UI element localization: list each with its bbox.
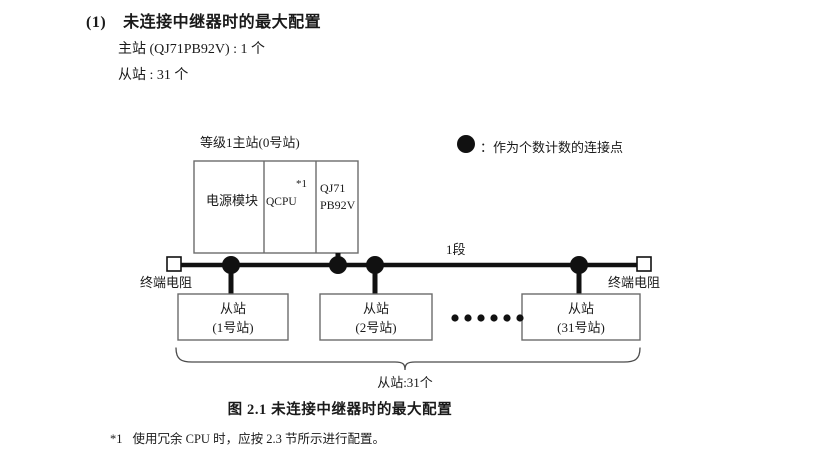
slave-group-brace-label: 从站:31个 — [377, 375, 433, 390]
module-label-qj71pb92v-line1: QJ71 — [320, 181, 346, 195]
ellipsis-dot — [464, 314, 472, 322]
footnote-text: 使用冗余 CPU 时，应按 2.3 节所示进行配置。 — [132, 432, 385, 446]
slave-1-station: (1号站) — [212, 319, 254, 335]
section-number: (1) — [86, 14, 107, 31]
slave-31-station: (31号站) — [557, 319, 605, 335]
module-footnote-mark-qcpu: *1 — [296, 178, 307, 190]
connection-point-master — [329, 256, 347, 274]
module-label-qj71pb92v: QJ71 PB92V — [320, 180, 362, 215]
footnote: *1 使用冗余 CPU 时，应按 2.3 节所示进行配置。 — [110, 428, 385, 447]
ellipsis-dot — [451, 314, 459, 322]
section-title: 未连接中继器时的最大配置 — [123, 14, 322, 31]
segment-label: 1段 — [446, 242, 466, 257]
terminator-left-label: 终端电阻 — [140, 275, 193, 290]
ellipsis-dot — [490, 314, 498, 322]
master-rack-title: 等级1主站(0号站) — [200, 135, 300, 150]
slave-group-brace — [175, 347, 641, 371]
ellipsis-dot — [516, 314, 524, 322]
connection-point-slave-2 — [366, 256, 384, 274]
slave-station-label-2: 从站 (2号站) — [320, 300, 432, 338]
connection-point-slave-31 — [570, 256, 588, 274]
terminator-left-symbol — [166, 256, 182, 272]
legend-filled-circle-icon — [457, 135, 475, 153]
spec-master-count: 主站 (QJ71PB92V) : 1 个 — [118, 42, 266, 57]
terminator-right-symbol — [636, 256, 652, 272]
slave-2-station: (2号站) — [355, 319, 397, 335]
figure-caption: 图 2.1 未连接中继器时的最大配置 — [227, 402, 453, 418]
footnote-mark: *1 — [110, 432, 123, 446]
slave-2-title: 从站 — [362, 301, 389, 316]
slave-station-box-1 — [177, 293, 289, 341]
connection-point-slave-1 — [222, 256, 240, 274]
slave-station-box-31 — [521, 293, 641, 341]
terminator-right-label: 终端电阻 — [608, 275, 661, 290]
slave-station-label-31: 从站 (31号站) — [522, 300, 640, 338]
module-label-qj71pb92v-line2: PB92V — [320, 198, 356, 213]
module-label-qcpu: QCPU — [266, 196, 297, 208]
spec-slave-count: 从站 : 31 个 — [118, 68, 189, 83]
slave-31-title: 从站 — [567, 301, 594, 316]
slave-1-title: 从站 — [219, 301, 246, 316]
legend-label: ：作为个数计数的连接点 — [480, 140, 624, 155]
ellipsis-dot — [477, 314, 485, 322]
slave-station-box-2 — [319, 293, 433, 341]
module-label-power-supply: 电源模块 — [205, 193, 258, 208]
section-heading: (1) 未连接中继器时的最大配置 — [86, 8, 321, 32]
slave-station-label-1: 从站 (1号站) — [178, 300, 288, 338]
ellipsis-dot — [503, 314, 511, 322]
master-rack-outline — [193, 160, 359, 254]
